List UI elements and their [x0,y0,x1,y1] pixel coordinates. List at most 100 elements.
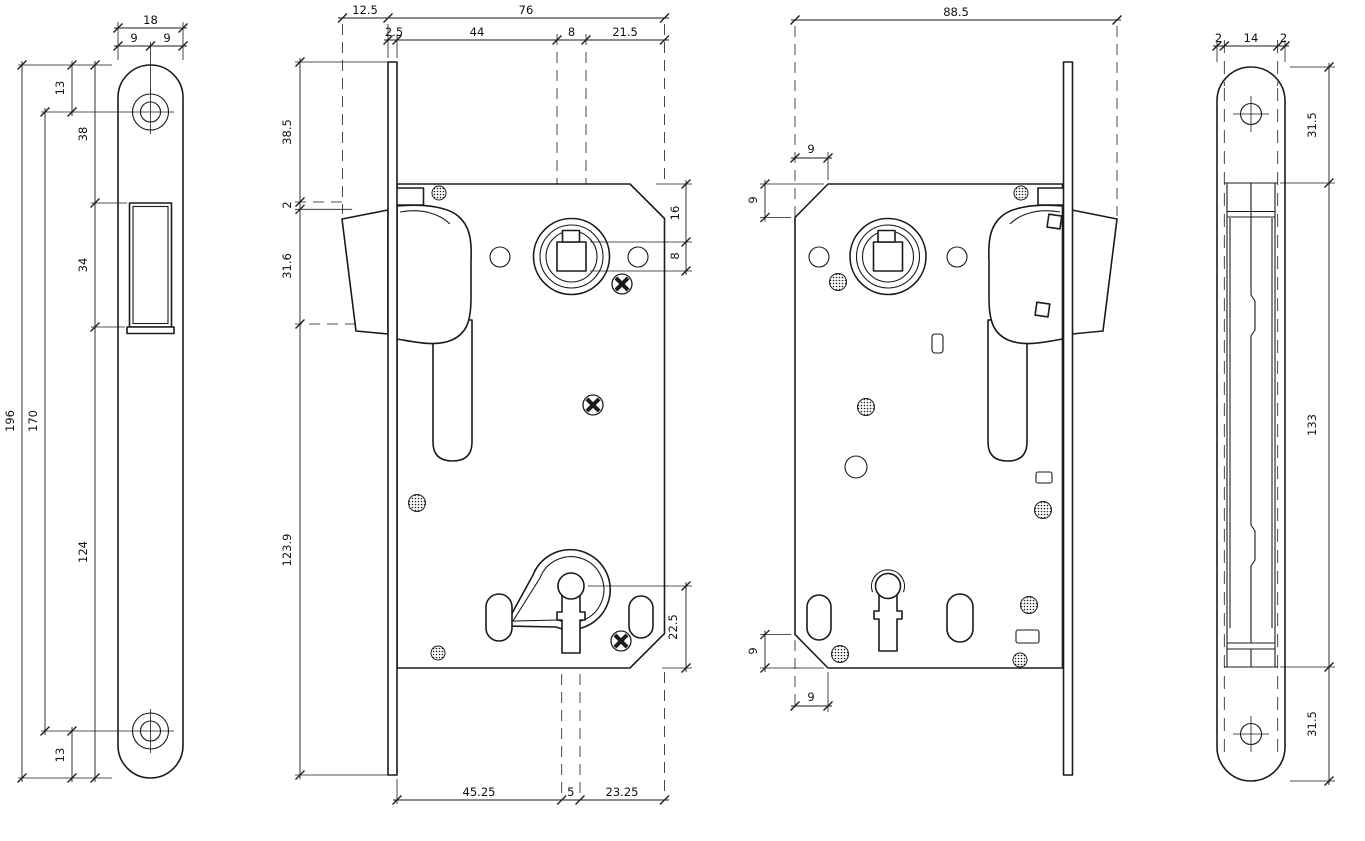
rivet-dot-icon [1012,652,1028,668]
body-edge-profile [1224,182,1278,668]
key-hole-circle [874,572,902,600]
dim-latch-to-bottom: 123.9 [280,534,294,567]
keyhole-assembly [485,548,654,654]
dims-body-side-b: 88.5 9 9 9 9 [746,5,1123,712]
dim-edge-right: 2 [1280,31,1287,45]
faceplate-outline [117,64,184,779]
dim-backset: 44 [470,25,485,39]
spindle-hub [532,217,611,296]
screw-hole-top [41,90,174,134]
latch-block [396,204,473,345]
dim-chamfer-top-h: 9 [807,142,814,156]
dim-latch-height: 31.6 [280,253,294,279]
spindle-tab [561,229,581,243]
latch-guide [1037,187,1065,206]
dim-top-to-square: 16 [668,206,682,221]
dim-top-to-body: 31.5 [1305,112,1319,138]
spindle-square-hole [556,241,587,272]
dim-chamfer-bottom-v: 9 [746,647,760,654]
rivet-dot-icon [831,645,849,663]
dim-height-total: 196 [3,410,17,432]
dim-body-height: 133 [1305,414,1319,436]
dim-key-slot-width: 5 [567,785,574,799]
dim-chamfer-top-v: 9 [746,196,760,203]
dim-edge-left: 2 [1215,31,1222,45]
key-slot [873,589,903,652]
small-slot-horizontal [1015,629,1040,644]
dim-width-right: 9 [163,31,170,45]
latch-guide [395,187,425,206]
screw-hole-bottom [41,709,174,753]
slot-oval-left [806,594,832,641]
view-body-side-a: 12.5 76 2.5 44 8 21.5 38.5 2 31.6 123.9 [280,3,692,806]
rivet-dot-icon [1013,185,1029,201]
dims-faceplate-front: 18 9 9 196 170 13 38 34 124 13 [3,13,189,784]
spindle-tab [877,229,896,243]
dim-screw-spacing: 170 [26,410,40,432]
latch-lever-arm [432,319,473,462]
dim-body-to-bottom: 31.5 [1305,711,1319,737]
rivet-dot-icon [857,398,875,416]
fixing-hole-right [946,246,968,268]
mechanism-hole [844,455,868,479]
dim-spindle-width: 8 [568,25,575,39]
rivet-dot-icon [1020,596,1038,614]
rivet-dot-icon [829,273,847,291]
dims-faceplate-back: 2 14 2 31.5 133 31.5 [1211,31,1335,787]
dim-square-height: 8 [668,252,682,259]
fixing-hole-right [627,246,649,268]
latch-block-contour [1009,210,1061,225]
latch-square-hole [1034,301,1051,318]
dim-bottom-screw: 13 [53,748,67,763]
rivet-dot-icon [408,494,426,512]
small-slot-horizontal [1035,471,1053,484]
dim-chamfer-bottom-h: 9 [807,690,814,704]
dim-key-to-bottom: 22.5 [666,614,680,640]
slot-oval-right [946,593,974,643]
fixing-hole-left [489,246,511,268]
latch-lever-arm [987,319,1028,462]
dim-key-to-back: 23.25 [606,785,639,799]
slot-oval-right [628,595,654,639]
screw-hole-bottom [1233,716,1269,752]
spindle-hub [849,217,927,296]
dim-plate-to-latch: 38.5 [280,119,294,145]
view-body-side-b: 88.5 9 9 9 9 [746,5,1123,776]
spindle-square-hole [872,241,904,272]
body-joint-line [1250,183,1256,643]
dim-latch-height: 34 [76,258,90,273]
dim-width-left: 9 [130,31,137,45]
dim-edge-middle: 14 [1244,31,1259,45]
latch-square-hole [1046,213,1063,230]
keyhole-outer-arc [870,569,906,593]
fixing-hole-left [808,246,830,268]
dim-faceplate-thickness: 2.5 [385,25,403,39]
dim-backset-key: 45.25 [463,785,496,799]
latch-opening [126,202,175,335]
faceplate-edge [387,61,398,776]
rivet-dot-icon [1034,501,1052,519]
latch-block-contour [399,210,451,225]
dim-spindle-to-back: 21.5 [612,25,638,39]
dim-latch-clearance: 2 [280,201,294,208]
key-slot [556,589,586,654]
slot-oval-left [485,593,513,642]
view-faceplate-back: 2 14 2 31.5 133 31.5 [1211,31,1335,787]
view-faceplate-front: 18 9 9 196 170 13 38 34 124 13 [3,13,189,784]
key-hole-circle [557,572,585,600]
dim-latch-top: 38 [76,127,90,142]
faceplate-edge [1062,61,1074,776]
screw-hole-top [1233,96,1269,132]
dim-overall-depth: 88.5 [943,5,969,19]
dim-body-depth: 76 [519,3,534,17]
dim-top-screw: 13 [53,81,67,96]
dims-body-side-a: 12.5 76 2.5 44 8 21.5 38.5 2 31.6 123.9 [280,3,692,806]
rivet-dot-icon [430,645,446,661]
keyhole-assembly [806,569,974,652]
dim-latch-bottom: 124 [76,541,90,563]
dim-width-total: 18 [143,13,158,27]
small-slot-vertical [931,333,944,354]
